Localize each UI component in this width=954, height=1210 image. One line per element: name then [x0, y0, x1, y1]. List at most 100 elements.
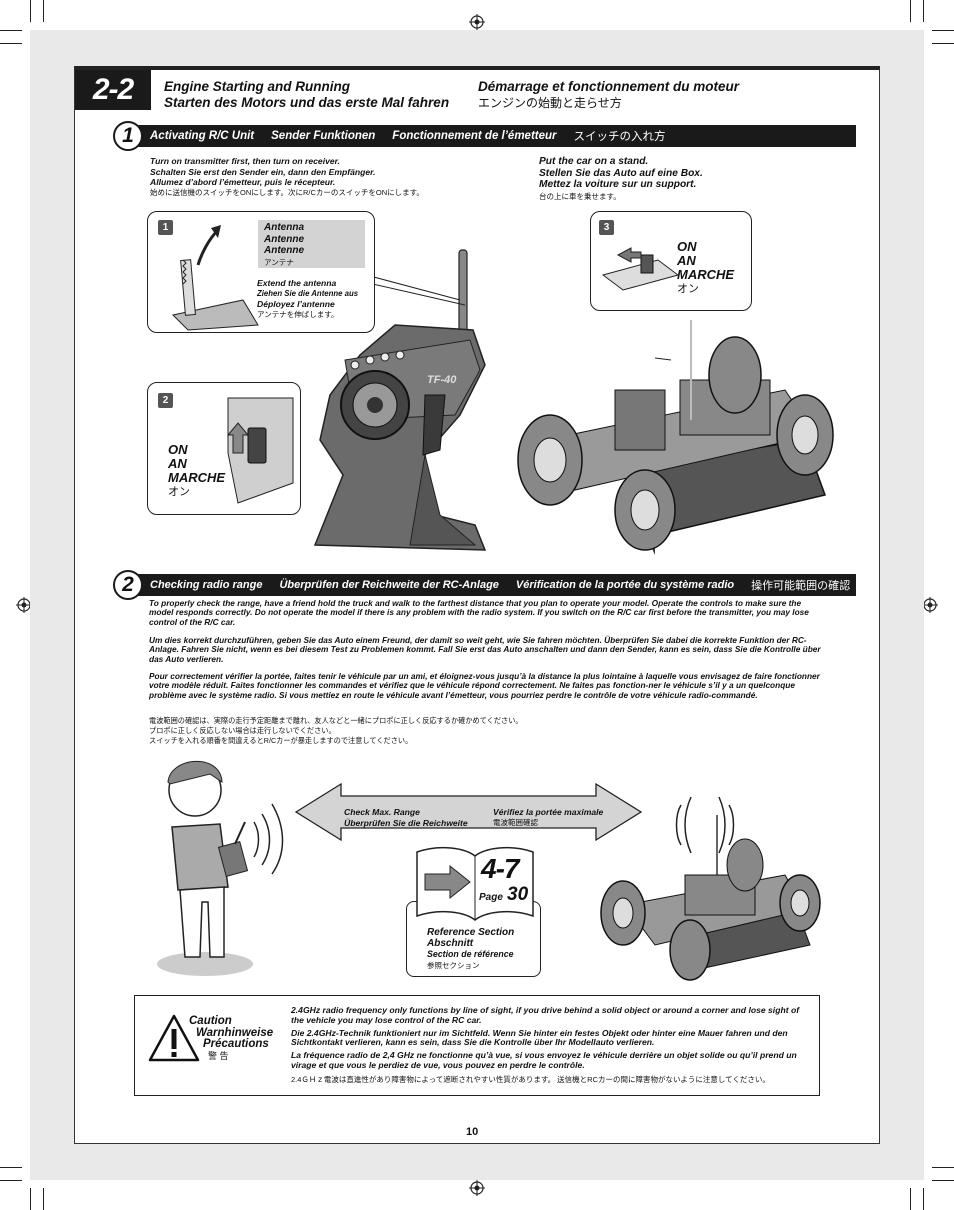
- antenna-label-jp: アンテナ: [264, 257, 294, 267]
- reference-label-de: Abschnitt: [427, 938, 474, 949]
- caution-text-de: Die 2.4GHz-Technik funktioniert nur im S…: [291, 1027, 788, 1048]
- switch-illustration: [226, 397, 294, 504]
- arrow-label-fr: Vérifiez la portée maximale: [493, 807, 604, 817]
- antenna-label-box: [258, 220, 365, 268]
- step2-title-jp: 操作可能範囲の確認: [751, 580, 851, 592]
- range-jp-line: プロポに正しく反応しない場合は走行しないでください。: [149, 726, 336, 735]
- registration-mark-icon: [16, 597, 32, 613]
- registration-mark-icon: [469, 1180, 485, 1196]
- caution-label-fr: Précautions: [203, 1038, 269, 1050]
- extend-en: Extend the antenna: [257, 278, 337, 288]
- registration-mark-icon: [922, 597, 938, 613]
- book-icon: [416, 846, 534, 921]
- receiver-on-label: ON AN MARCHE オン: [168, 443, 225, 499]
- reference-page-number: 30: [507, 884, 529, 905]
- reference-label-en: Reference Section: [427, 927, 515, 938]
- car-on-jp: オン: [677, 283, 699, 295]
- box1-number: 1: [158, 220, 173, 235]
- step2-title-en: Checking radio range: [150, 579, 263, 591]
- reference-section-number: 4-7: [481, 853, 519, 884]
- caution-text-en: 2.4GHz radio frequency only functions by…: [291, 1005, 800, 1025]
- arrow-label-en: Check Max. Range: [344, 807, 420, 817]
- transmitter-illustration: TF-40: [313, 249, 487, 551]
- on-de: AN: [168, 456, 187, 471]
- range-paragraph-en: To properly check the range, have a frie…: [149, 598, 809, 627]
- extend-antenna-text: Extend the antenna Ziehen Sie die Antenn…: [257, 278, 358, 320]
- step1-instruction-left: Turn on transmitter first, then turn on …: [150, 156, 424, 198]
- antenna-label-fr: Antenne: [264, 245, 304, 256]
- caution-label-jp: 警 告: [208, 1050, 229, 1061]
- box3-number: 3: [599, 220, 614, 235]
- range-paragraph-fr: Pour correctement vérifier la portée, fa…: [149, 671, 820, 700]
- arrow-label-jp: 電波範囲確認: [493, 817, 538, 827]
- step1-car-switch-box: 3 ON AN MARCHE オン: [590, 211, 752, 311]
- warning-triangle-icon: [148, 1014, 200, 1062]
- step1-title-jp: スイッチの入れ方: [573, 131, 666, 143]
- on-jp: オン: [168, 486, 190, 498]
- section-number: 2-2: [75, 70, 151, 110]
- reference-page-label: Page: [479, 892, 503, 903]
- step1-title-en: Activating R/C Unit: [150, 130, 255, 142]
- range-paragraph-jp: 電波範囲の確認は、実際の走行予定距離まで離れ、友人などと一緒にプロポに正しく反応…: [149, 716, 821, 746]
- car-on-de: AN: [677, 253, 696, 268]
- page-number: 10: [466, 1126, 479, 1138]
- on-en: ON: [168, 442, 188, 457]
- step2-title-de: Überprüfen der Reichweite der RC-Anlage: [279, 579, 499, 591]
- box2-number: 2: [158, 393, 173, 408]
- caution-box: [134, 995, 820, 1096]
- step1-antenna-box: 1 Antenna Antenne Antenne アンテナ Extend th…: [147, 211, 375, 333]
- antenna-label-de: Antenne: [264, 233, 304, 245]
- section-title-en: Engine Starting and Running: [164, 79, 350, 94]
- range-double-arrow: [294, 782, 643, 842]
- arrow-label-de: Überprüfen Sie die Reichweite: [344, 817, 468, 828]
- caution-text-fr: La fréquence radio de 2,4 GHz ne fonctio…: [291, 1050, 797, 1070]
- step1-title-fr: Fonctionnement de l’émetteur: [392, 130, 557, 142]
- antenna-label: Antenna Antenne Antenne アンテナ: [264, 222, 304, 268]
- caution-label-de: Warnhinweise: [196, 1026, 274, 1039]
- instruction-fr: Allumez d’abord l’émetteur, puis le réce…: [150, 177, 336, 187]
- person-with-transmitter-illustration: [157, 760, 284, 976]
- instruction-jp: 始めに送信機のスイッチをONにします。次にR/CカーのスイッチをONにします。: [150, 187, 424, 197]
- step1-instruction-right: Put the car on a stand. Stellen Sie das …: [539, 156, 703, 202]
- caution-label-en: Caution: [189, 1015, 232, 1027]
- stand-instruction-fr: Mettez la voiture sur un support.: [539, 179, 697, 191]
- registration-mark-icon: [469, 14, 485, 30]
- reference-label-jp: 参照セクション: [427, 961, 480, 970]
- extend-de: Ziehen Sie die Antenne aus: [257, 288, 359, 298]
- car-on-en: ON: [677, 239, 697, 254]
- section-title-de: Starten des Motors und das erste Mal fah…: [164, 95, 450, 110]
- antenna-extend-illustration: [171, 225, 259, 331]
- on-fr: MARCHE: [168, 470, 226, 485]
- caution-labels: Caution Warnhinweise Précautions 警 告: [189, 1015, 274, 1062]
- instruction-de: Schalten Sie erst den Sender ein, dann d…: [150, 166, 376, 177]
- transmitter-model-label: TF-40: [427, 374, 457, 386]
- car-on-fr: MARCHE: [677, 267, 735, 282]
- car-range-test-illustration: [600, 796, 821, 981]
- stand-instruction-jp: 台の上に車を乗せます。: [539, 191, 621, 201]
- range-jp-line: 電波範囲の確認は、実際の走行予定距離まで離れ、友人などと一緒にプロポに正しく反応…: [149, 716, 523, 725]
- stand-instruction-en: Put the car on a stand.: [539, 156, 649, 167]
- range-paragraph-de: Um dies korrekt durchzuführen, geben Sie…: [149, 635, 821, 664]
- car-switch-illustration: [601, 247, 680, 291]
- extend-jp: アンテナを伸ばします。: [257, 309, 339, 319]
- step1-title-bar: Activating R/C Unit Sender Funktionen Fo…: [133, 125, 856, 147]
- arrow-label-left: Check Max. Range Überprüfen Sie die Reic…: [344, 807, 468, 828]
- extend-fr: Déployez l’antenne: [257, 299, 335, 309]
- caution-text: 2.4GHz radio frequency only functions by…: [291, 1005, 809, 1085]
- instruction-en: Turn on transmitter first, then turn on …: [150, 156, 340, 166]
- arrow-label-right: Vérifiez la portée maximale 電波範囲確認: [493, 807, 603, 828]
- antenna-label-en: Antenna: [264, 222, 304, 233]
- caution-text-jp: 2.4ＧＨｚ電波は直進性があり障害物によって遮断されやすい性質があります。 送信…: [291, 1074, 770, 1084]
- reference-label-fr: Section de référence: [427, 949, 514, 959]
- stand-instruction-de: Stellen Sie das Auto auf eine Box.: [539, 167, 703, 179]
- car-on-label: ON AN MARCHE オン: [677, 240, 734, 296]
- car-on-stand-illustration: [517, 320, 834, 555]
- section-title-fr: Démarrage et fonctionnement du moteur: [478, 79, 740, 94]
- range-jp-line: スイッチを入れる順番を間違えるとR/Cカーが暴走しますので注意してください。: [149, 736, 413, 745]
- step2-title-bar: Checking radio range Überprüfen der Reic…: [133, 574, 856, 596]
- step1-number: 1: [113, 121, 143, 151]
- step2-title-fr: Vérification de la portée du système rad…: [515, 579, 735, 591]
- step1-title-de: Sender Funktionen: [271, 130, 376, 142]
- section-title-jp: エンジンの始動と走らせ方: [478, 96, 622, 110]
- reference-label: Reference Section Abschnitt Section de r…: [427, 927, 514, 971]
